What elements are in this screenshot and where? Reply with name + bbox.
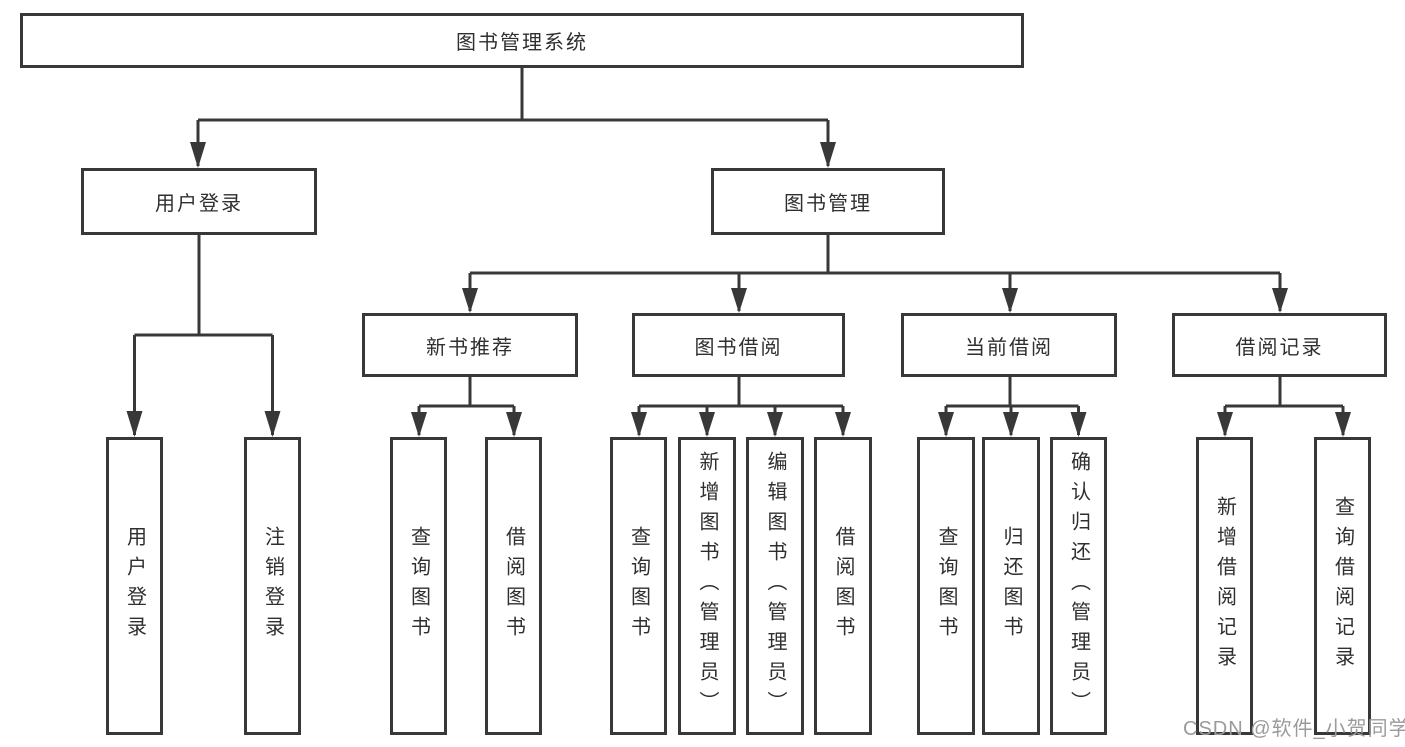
arrowhead-icon [411, 412, 522, 437]
arrowhead-icon [126, 411, 281, 437]
connector [637, 377, 845, 435]
arrowhead-icon [938, 412, 1087, 437]
node-library-management-system: 图书管理系统 [20, 13, 1024, 68]
connector [468, 235, 1282, 311]
connector [1223, 377, 1345, 435]
leaf-records-query-borrow-record: 查询借阅记录 [1314, 437, 1371, 735]
arrowhead-icon [1217, 412, 1351, 437]
node-book-management: 图书管理 [711, 168, 945, 235]
leaf-borrow-query-books: 查询图书 [610, 437, 667, 735]
leaf-current-query-books: 查询图书 [917, 437, 975, 735]
leaf-borrow-edit-books-admin: 编辑图书（管理员） [746, 437, 804, 735]
arrowhead-icon [190, 142, 836, 168]
node-book-borrow: 图书借阅 [632, 313, 845, 377]
csdn-watermark: CSDN @软件_小贺同学 [1183, 718, 1405, 740]
leaf-current-confirm-return-admin: 确认归还（管理员） [1050, 437, 1107, 735]
arrowhead-icon [462, 288, 1288, 313]
leaf-current-return-books: 归还图书 [982, 437, 1040, 735]
connector [133, 235, 274, 435]
leaf-borrow-borrow-books: 借阅图书 [814, 437, 872, 735]
leaf-recommend-query-books: 查询图书 [390, 437, 447, 735]
connector [417, 377, 516, 435]
node-borrow-records: 借阅记录 [1172, 313, 1387, 377]
node-new-book-recommend: 新书推荐 [362, 313, 578, 377]
node-current-borrow: 当前借阅 [901, 313, 1117, 377]
node-user-login: 用户登录 [81, 168, 317, 235]
leaf-records-add-borrow-record: 新增借阅记录 [1196, 437, 1253, 735]
connector [196, 68, 830, 166]
leaf-recommend-borrow-books: 借阅图书 [485, 437, 542, 735]
arrowhead-icon [631, 412, 851, 437]
leaf-logout: 注销登录 [244, 437, 301, 735]
leaf-borrow-add-books-admin: 新增图书（管理员） [678, 437, 736, 735]
leaf-user-login: 用户登录 [106, 437, 163, 735]
